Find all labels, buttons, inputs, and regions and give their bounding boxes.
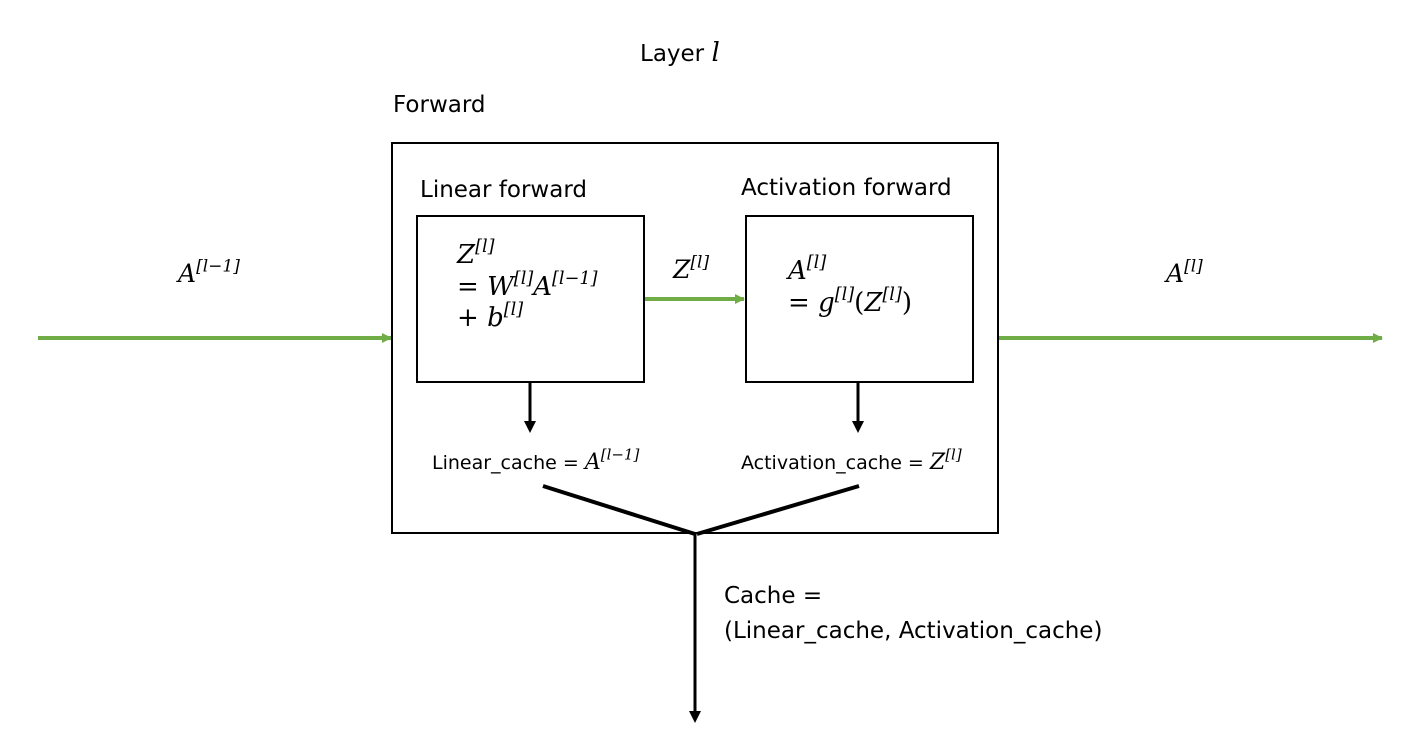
activation-eq-equals: =: [788, 287, 819, 318]
activation-eq-z: Z: [864, 287, 883, 318]
activation-equation-line1: A[l]: [788, 253, 912, 288]
linear-cache-text: Linear_cache =: [432, 452, 585, 474]
linear-cache-arrowhead: [524, 421, 536, 433]
output-signal-sup: [l]: [1184, 256, 1203, 277]
linear-eq-z-sup: [l]: [475, 237, 495, 258]
z-signal-base: Z: [673, 255, 691, 284]
activation-cache-merge-line: [696, 484, 860, 536]
cache-label-line2: (Linear_cache, Activation_cache): [724, 618, 1103, 644]
layer-title: Layer l: [640, 40, 720, 66]
z-signal-label: Z[l]: [673, 254, 709, 284]
input-signal-base: A: [178, 259, 197, 288]
input-signal-sup: [l−1]: [196, 256, 240, 277]
activation-eq-close-paren: ): [901, 287, 913, 318]
activation-cache-sup: [l]: [945, 445, 962, 464]
linear-equation-line1: Z[l]: [457, 237, 598, 272]
linear-forward-box: [416, 215, 645, 383]
linear-eq-b: b: [487, 303, 504, 334]
linear-equation-line3: + b[l]: [457, 300, 598, 335]
activation-equation-line2: = g[l](Z[l]): [788, 284, 913, 320]
activation-eq-a: A: [788, 256, 807, 286]
z-signal-sup: [l]: [690, 252, 710, 273]
linear-cache-label: Linear_cache = A[l−1]: [432, 447, 639, 475]
layer-title-var: l: [711, 38, 720, 68]
linear-eq-w: W: [487, 271, 514, 302]
activation-eq-g-sup: [l]: [834, 284, 855, 305]
layer-title-text: Layer: [640, 41, 712, 67]
activation-cache-arrowhead: [852, 421, 864, 433]
activation-eq-a-sup: [l]: [806, 253, 827, 274]
activation-eq-g: g: [818, 287, 835, 318]
linear-cache-merge-line: [542, 484, 696, 536]
linear-eq-z: Z: [457, 240, 476, 270]
linear-cache-base: A: [584, 450, 601, 475]
cache-label-line1: Cache =: [724, 583, 823, 609]
forward-label: Forward: [393, 92, 486, 118]
activation-eq-z-sup: [l]: [882, 284, 902, 305]
linear-eq-b-sup: [l]: [503, 300, 524, 321]
activation-forward-box: [745, 215, 974, 383]
linear-eq-equals: =: [457, 271, 488, 302]
output-signal-label: A[l]: [1166, 258, 1203, 288]
linear-eq-plus: +: [457, 303, 488, 334]
activation-forward-label: Activation forward: [741, 175, 952, 201]
input-signal-label: A[l−1]: [178, 258, 240, 288]
activation-eq-open-paren: (: [854, 287, 865, 318]
forward-block: [391, 142, 999, 534]
output-signal-base: A: [1166, 259, 1185, 288]
activation-cache-base: Z: [929, 450, 946, 475]
linear-eq-a: A: [533, 271, 553, 302]
linear-eq-w-sup: [l]: [513, 268, 534, 289]
cache-output-arrowhead: [689, 711, 701, 723]
activation-cache-label: Activation_cache = Z[l]: [741, 447, 962, 475]
linear-cache-sup: [l−1]: [600, 445, 640, 464]
linear-equation: Z[l] = W[l]A[l−1] + b[l]: [457, 237, 598, 335]
activation-cache-text: Activation_cache =: [741, 452, 930, 474]
linear-equation-line2: = W[l]A[l−1]: [457, 268, 598, 304]
linear-forward-label: Linear forward: [420, 177, 587, 203]
activation-equation: A[l] = g[l](Z[l]): [788, 253, 913, 320]
linear-eq-a-sup: [l−1]: [552, 268, 598, 289]
